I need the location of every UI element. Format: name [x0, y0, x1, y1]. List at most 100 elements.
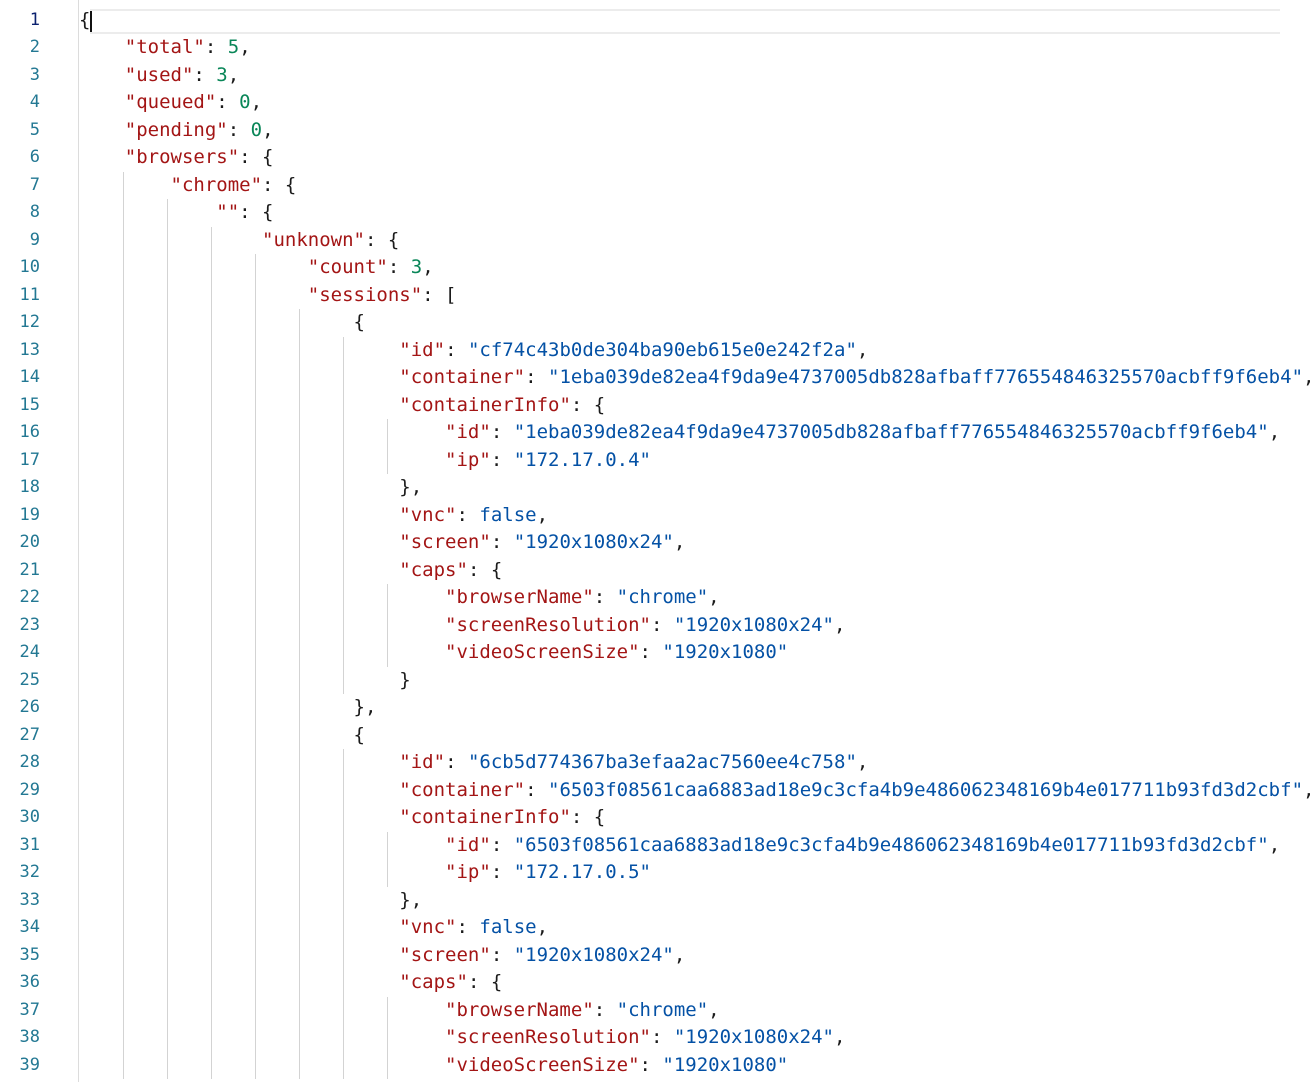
- line-number-gutter: [0, 0, 70, 1082]
- code-line[interactable]: 32 "ip": "172.17.0.5": [0, 859, 1280, 887]
- line-number: 11: [19, 284, 40, 305]
- code-line[interactable]: 4 "queued": 0,: [0, 89, 1280, 117]
- code-line[interactable]: 31 "id": "6503f08561caa6883ad18e9c3cfa4b…: [0, 832, 1281, 860]
- code-line[interactable]: 17 "ip": "172.17.0.4": [0, 447, 1280, 475]
- line-number: 17: [19, 449, 40, 470]
- code-line[interactable]: 3 "used": 3,: [0, 62, 1280, 90]
- code-line[interactable]: 5 "pending": 0,: [0, 117, 1280, 145]
- code-line[interactable]: 16 "id": "1eba039de82ea4f9da9e4737005db8…: [0, 419, 1281, 447]
- json-boolean: false: [479, 503, 537, 526]
- code-text: {: [79, 309, 365, 337]
- code-line[interactable]: 38 "screenResolution": "1920x1080x24",: [0, 1024, 1280, 1052]
- code-line[interactable]: 14 "container": "1eba039de82ea4f9da9e473…: [0, 364, 1314, 392]
- json-punct: :: [525, 366, 549, 388]
- json-punct: : {: [467, 558, 503, 581]
- code-text: "caps": {: [79, 969, 502, 997]
- json-string: "cf74c43b0de304ba90eb615e0e242f2a": [467, 338, 857, 361]
- json-string: "1920x1080x24": [513, 531, 674, 553]
- code-line[interactable]: 13 "id": "cf74c43b0de304ba90eb615e0e242f…: [0, 337, 1280, 365]
- json-string: "6cb5d774367ba3efaa2ac7560ee4c758": [467, 751, 857, 773]
- line-number: 6: [29, 147, 40, 167]
- code-line[interactable]: 7 "chrome": {: [0, 172, 1280, 200]
- json-punct: [79, 971, 399, 993]
- json-punct: [79, 586, 445, 608]
- json-punct: : {: [239, 201, 274, 223]
- json-punct: :: [456, 916, 480, 938]
- code-line[interactable]: 12 {: [0, 309, 1280, 337]
- json-punct: [79, 36, 125, 58]
- code-text: "queued": 0,: [79, 89, 262, 117]
- line-number: 1: [29, 9, 40, 30]
- json-string: "1920x1080x24": [673, 613, 834, 636]
- code-line[interactable]: 10 "count": 3,: [0, 254, 1280, 282]
- code-line[interactable]: 35 "screen": "1920x1080x24",: [0, 942, 1280, 970]
- line-number: 14: [19, 367, 40, 387]
- json-string: "6503f08561caa6883ad18e9c3cfa4b9e4860623…: [548, 778, 1304, 801]
- json-punct: },: [79, 888, 423, 911]
- code-line[interactable]: 23 "screenResolution": "1920x1080x24",: [0, 612, 1280, 640]
- code-line[interactable]: 26 },: [0, 694, 1280, 722]
- code-line[interactable]: 27 {: [0, 722, 1280, 750]
- json-string: "1eba039de82ea4f9da9e4737005db828afbaff7…: [513, 421, 1269, 443]
- code-line[interactable]: 9 "unknown": {: [0, 227, 1280, 255]
- json-punct: : {: [239, 146, 274, 168]
- json-string: "1eba039de82ea4f9da9e4737005db828afbaff7…: [548, 366, 1304, 388]
- code-text: "id": "1eba039de82ea4f9da9e4737005db828a…: [79, 419, 1280, 447]
- json-punct: },: [79, 696, 377, 718]
- line-number: 30: [19, 807, 40, 827]
- json-punct: :: [445, 338, 468, 361]
- code-line[interactable]: 8 "": {: [0, 199, 1280, 227]
- code-line[interactable]: 34 "vnc": false,: [0, 914, 1280, 942]
- json-punct: :: [445, 751, 468, 773]
- code-line[interactable]: 39 "videoScreenSize": "1920x1080": [0, 1052, 1280, 1080]
- json-punct: [79, 806, 399, 828]
- line-number: 10: [19, 257, 40, 277]
- json-key: "count": [307, 256, 388, 278]
- json-string: "1920x1080x24": [673, 1026, 834, 1048]
- indent-guide: [342, 336, 344, 694]
- code-line[interactable]: 29 "container": "6503f08561caa6883ad18e9…: [0, 777, 1314, 805]
- code-line[interactable]: 11 "sessions": [: [0, 282, 1280, 310]
- code-line[interactable]: 37 "browserName": "chrome",: [0, 997, 1280, 1025]
- json-key: "vnc": [399, 916, 457, 938]
- json-key: "total": [124, 36, 205, 58]
- code-line[interactable]: 33 },: [0, 887, 1280, 915]
- code-text: "chrome": {: [79, 172, 297, 200]
- code-line[interactable]: 19 "vnc": false,: [0, 502, 1280, 530]
- json-punct: :: [525, 778, 549, 801]
- code-line[interactable]: 22 "browserName": "chrome",: [0, 584, 1280, 612]
- code-line[interactable]: 18 },: [0, 474, 1280, 502]
- json-punct: :: [650, 613, 674, 636]
- json-punct: [79, 916, 399, 938]
- code-line[interactable]: 28 "id": "6cb5d774367ba3efaa2ac7560ee4c7…: [0, 749, 1280, 777]
- json-key: "container": [399, 778, 526, 801]
- code-line[interactable]: 20 "screen": "1920x1080x24",: [0, 529, 1280, 557]
- json-key: "used": [124, 63, 194, 86]
- code-line[interactable]: 2 "total": 5,: [0, 34, 1280, 62]
- json-key: "browserName": [445, 586, 594, 608]
- code-line[interactable]: 21 "caps": {: [0, 557, 1280, 585]
- code-text: "screen": "1920x1080x24",: [79, 529, 685, 557]
- code-text: "used": 3,: [79, 62, 239, 90]
- code-line[interactable]: 25 }: [0, 667, 1280, 695]
- json-key: "pending": [124, 118, 228, 141]
- gutter-separator: [78, 0, 79, 1082]
- json-punct: ,: [1268, 421, 1281, 443]
- json-punct: :: [490, 943, 514, 966]
- json-punct: [79, 146, 125, 168]
- json-number: 0: [250, 118, 263, 141]
- code-line[interactable]: 24 "videoScreenSize": "1920x1080": [0, 639, 1280, 667]
- code-line[interactable]: 15 "containerInfo": {: [0, 392, 1280, 420]
- code-line[interactable]: 30 "containerInfo": {: [0, 804, 1280, 832]
- json-punct: ,: [227, 63, 240, 86]
- code-text: "id": "cf74c43b0de304ba90eb615e0e242f2a"…: [79, 337, 868, 365]
- json-number: 5: [227, 36, 240, 58]
- json-punct: [79, 394, 399, 416]
- code-text: "vnc": false,: [79, 914, 548, 942]
- json-string: "6503f08561caa6883ad18e9c3cfa4b9e4860623…: [513, 833, 1269, 856]
- code-line[interactable]: 6 "browsers": {: [0, 144, 1280, 172]
- code-line[interactable]: 36 "caps": {: [0, 969, 1280, 997]
- code-text: "screenResolution": "1920x1080x24",: [79, 1024, 845, 1052]
- code-line[interactable]: 1{: [0, 6, 1280, 34]
